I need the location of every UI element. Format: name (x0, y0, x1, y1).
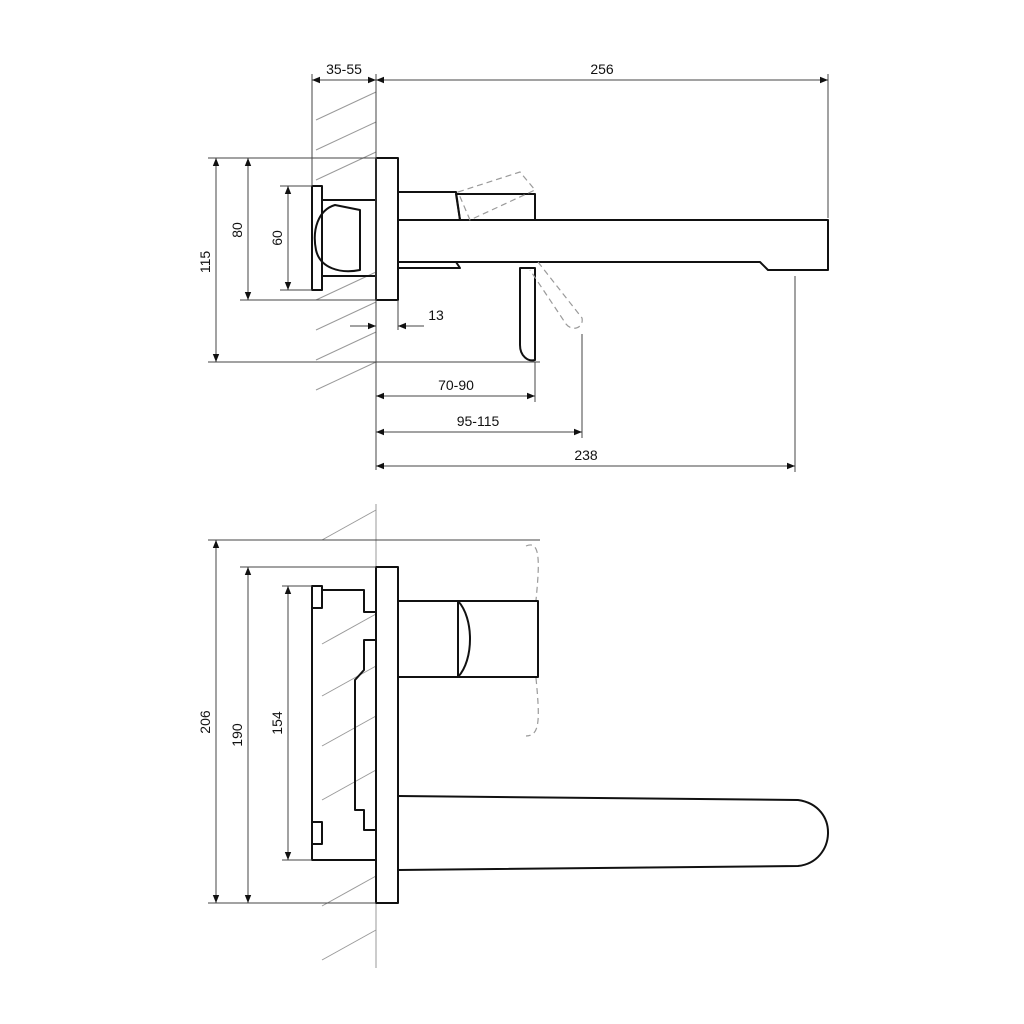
dim-side-height-outer: 115 (197, 251, 213, 274)
dim-lever-reach-1: 70-90 (438, 377, 474, 393)
front-view: 206 190 154 (197, 504, 829, 968)
dim-plate-thickness: 13 (428, 307, 444, 323)
side-lever-alt-position (457, 171, 583, 329)
front-extension-lines (208, 539, 540, 904)
front-lever-alt-position (525, 544, 539, 737)
dim-side-height-mid: 80 (229, 222, 245, 238)
side-wall-hatch (315, 86, 377, 391)
dim-front-height-outer: 206 (197, 710, 213, 734)
dim-spout-reach: 238 (574, 447, 598, 463)
side-mixer-body (311, 157, 829, 362)
dim-overall-length: 256 (590, 61, 614, 77)
front-mixer-body (311, 566, 829, 904)
side-dimension-lines (212, 76, 828, 470)
dim-lever-reach-2: 95-115 (457, 413, 500, 429)
dim-front-height-inner: 154 (269, 711, 285, 735)
front-dimension-lines (212, 540, 292, 903)
side-extension-lines (208, 74, 829, 472)
dim-side-height-inner: 60 (269, 230, 285, 246)
front-wall-hatch (321, 504, 377, 968)
dim-front-height-mid: 190 (229, 723, 245, 747)
side-view: 35-55 256 115 80 60 13 70-90 95-115 238 (197, 61, 829, 472)
dim-wall-range: 35-55 (326, 61, 362, 77)
